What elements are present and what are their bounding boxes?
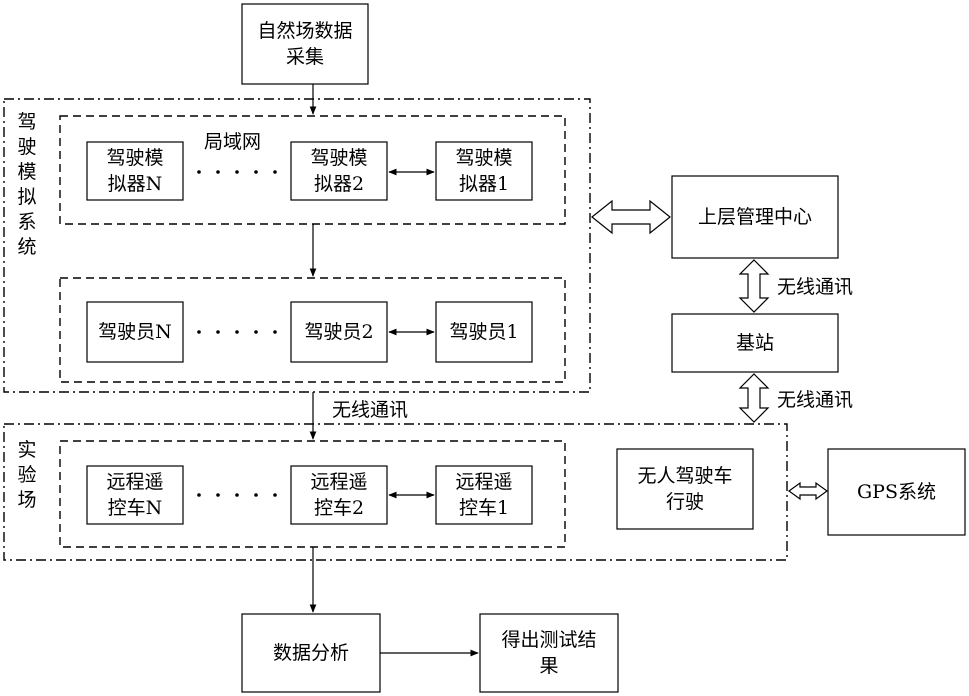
car-n-label: 远程遥 控车N bbox=[87, 466, 183, 524]
wireless-label-sim-field: 无线通讯 bbox=[332, 398, 408, 422]
sim-n-label: 驾驶模 拟器N bbox=[87, 142, 183, 200]
wireless-label-base-field: 无线通讯 bbox=[777, 388, 853, 412]
gps-label: GPS系统 bbox=[828, 449, 965, 535]
base-label: 基站 bbox=[672, 314, 838, 372]
sim-1-label: 驾驶模 拟器1 bbox=[436, 142, 532, 200]
car-2-label: 远程遥 控车2 bbox=[291, 466, 387, 524]
car-1-label: 远程遥 控车1 bbox=[436, 466, 532, 524]
result-label: 得出测试结 果 bbox=[480, 614, 618, 692]
driver-1-label: 驾驶员1 bbox=[436, 302, 532, 362]
lan-label: 局域网 bbox=[204, 130, 261, 154]
sim-system-title: 驾驶模拟系统 bbox=[16, 110, 38, 260]
double-arrow-sim-mgmt bbox=[592, 201, 670, 233]
wireless-label-mgmt-base: 无线通讯 bbox=[777, 275, 853, 299]
unmanned-label: 无人驾驶车 行驶 bbox=[617, 449, 753, 529]
sim-2-label: 驾驶模 拟器2 bbox=[291, 142, 387, 200]
mgmt-label: 上层管理中心 bbox=[672, 176, 838, 258]
natural-data-label: 自然场数据 采集 bbox=[242, 4, 368, 84]
double-arrow-mgmt-base bbox=[740, 260, 768, 312]
test-field-title: 实验场 bbox=[16, 438, 38, 513]
driver-n-label: 驾驶员N bbox=[87, 302, 183, 362]
double-arrow-field-gps bbox=[789, 483, 827, 499]
double-arrow-base-field bbox=[740, 374, 768, 422]
driver-2-label: 驾驶员2 bbox=[291, 302, 387, 362]
analysis-label: 数据分析 bbox=[242, 614, 380, 692]
